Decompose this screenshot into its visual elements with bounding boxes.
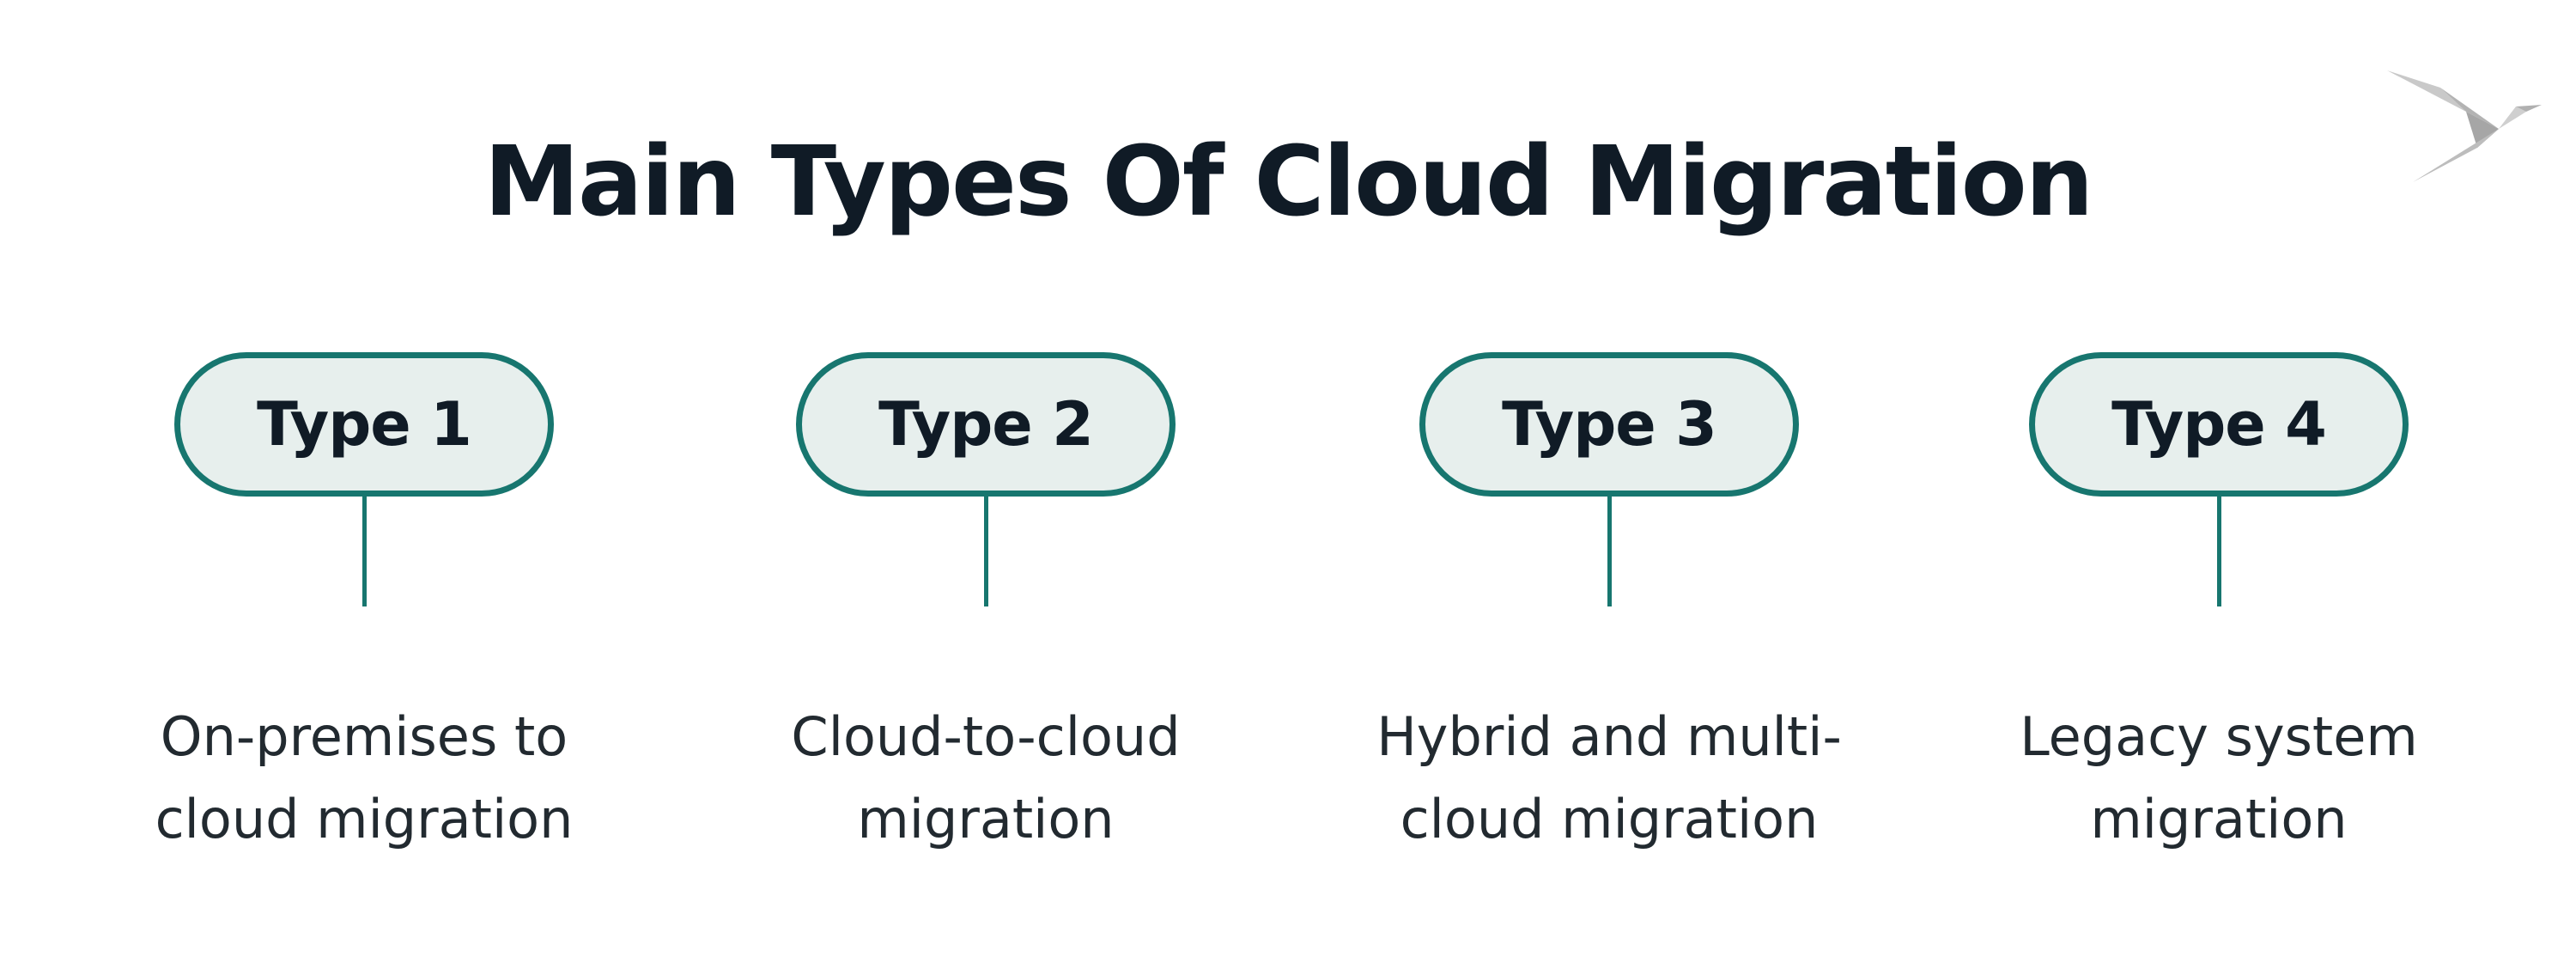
type-label: Type 1 bbox=[257, 389, 472, 460]
type-column-1: Type 1 On-premises to cloud migration bbox=[124, 0, 605, 969]
description-line: migration bbox=[857, 788, 1115, 850]
connector-line bbox=[984, 497, 988, 606]
type-column-3: Type 3 Hybrid and multi- cloud migration bbox=[1369, 0, 1850, 969]
type-pill: Type 3 bbox=[1419, 352, 1799, 497]
origami-bird-icon bbox=[2387, 70, 2542, 182]
type-pill: Type 2 bbox=[796, 352, 1176, 497]
type-description: Hybrid and multi- cloud migration bbox=[1369, 696, 1850, 861]
description-line: On-premises to bbox=[160, 705, 568, 768]
connector-line bbox=[362, 497, 367, 606]
type-column-2: Type 2 Cloud-to-cloud migration bbox=[745, 0, 1226, 969]
type-description: Legacy system migration bbox=[1978, 696, 2459, 861]
type-description: On-premises to cloud migration bbox=[124, 696, 605, 861]
description-line: migration bbox=[2090, 788, 2348, 850]
description-line: Legacy system bbox=[2020, 705, 2418, 768]
type-description: Cloud-to-cloud migration bbox=[745, 696, 1226, 861]
connector-line bbox=[2217, 497, 2221, 606]
description-line: Hybrid and multi- bbox=[1376, 705, 1842, 768]
page-title: Main Types Of Cloud Migration bbox=[483, 126, 2094, 238]
type-pill: Type 1 bbox=[174, 352, 554, 497]
description-line: cloud migration bbox=[1400, 788, 1819, 850]
type-label: Type 4 bbox=[2111, 389, 2327, 460]
connector-line bbox=[1607, 497, 1612, 606]
type-label: Type 3 bbox=[1502, 389, 1717, 460]
type-label: Type 2 bbox=[878, 389, 1094, 460]
description-line: cloud migration bbox=[155, 788, 574, 850]
description-line: Cloud-to-cloud bbox=[791, 705, 1181, 768]
type-pill: Type 4 bbox=[2029, 352, 2409, 497]
type-column-4: Type 4 Legacy system migration bbox=[1978, 0, 2459, 969]
